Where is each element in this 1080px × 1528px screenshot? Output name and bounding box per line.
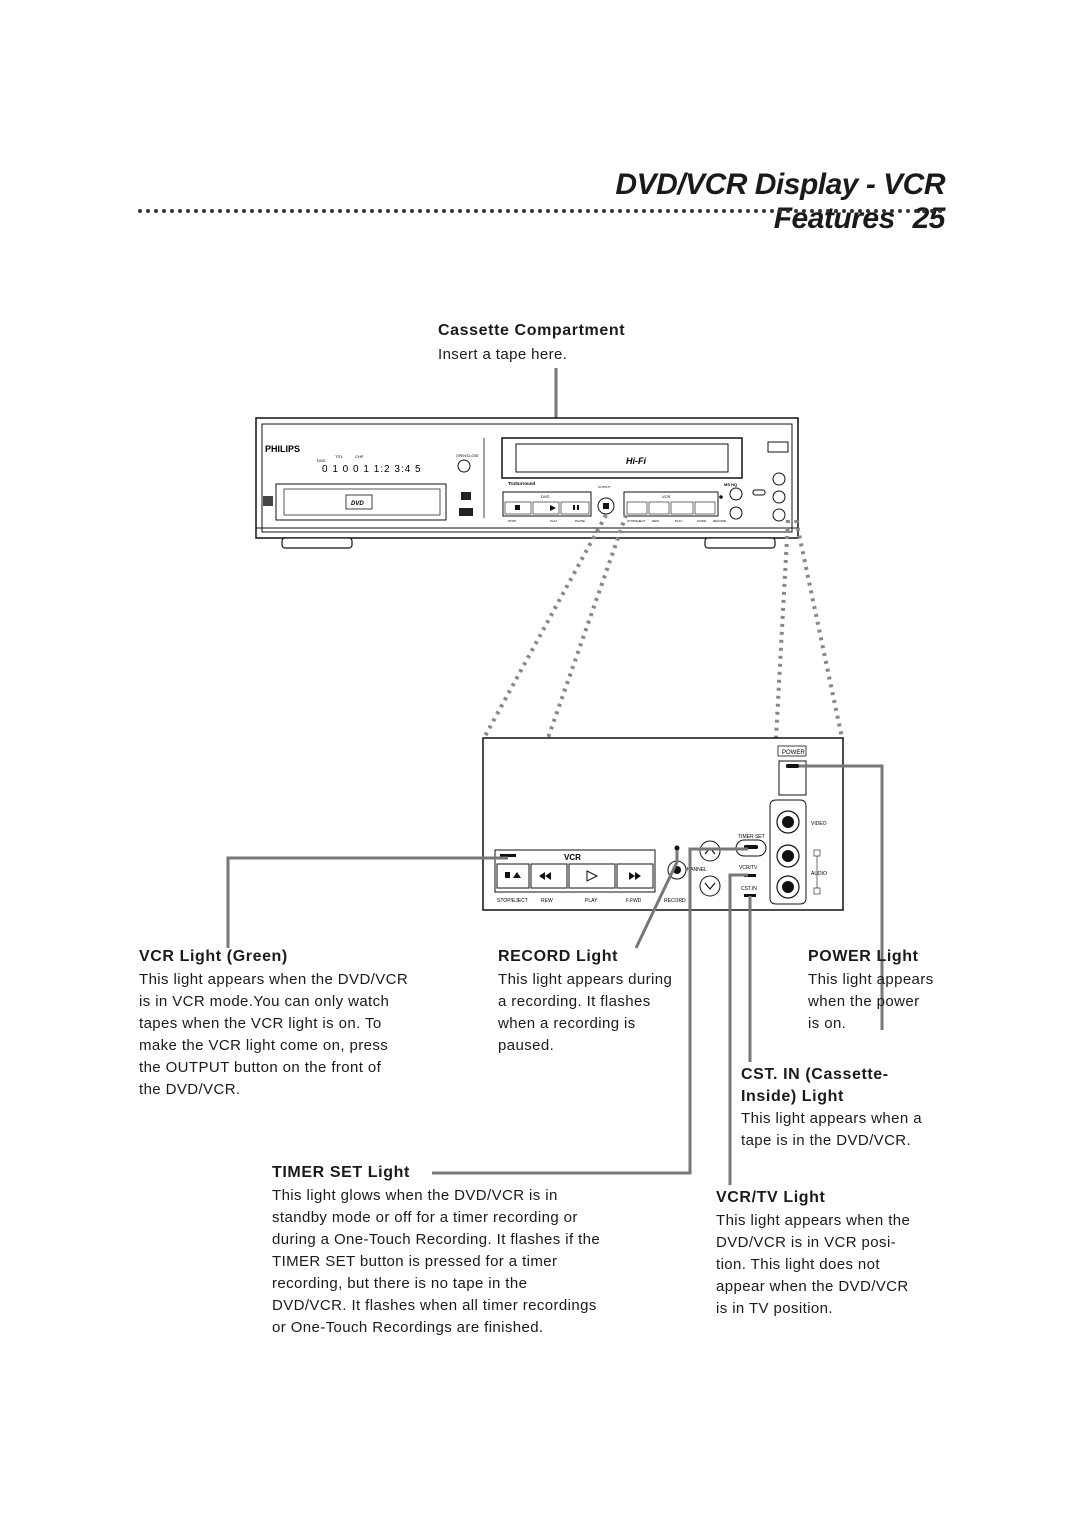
zoom-vcr-light xyxy=(500,854,516,857)
record-light-text: This light appears during a recording. I… xyxy=(498,971,673,1054)
svg-text:DVD: DVD xyxy=(351,501,364,507)
zoom-record-light xyxy=(674,845,680,851)
svg-text:VIDEO: VIDEO xyxy=(811,821,827,827)
svg-text:PLAY: PLAY xyxy=(675,519,682,523)
timer-set-light-heading: TIMER SET Light xyxy=(272,1164,410,1181)
device-foot-left xyxy=(281,537,353,549)
svg-text:F.FWD: F.FWD xyxy=(626,898,642,904)
display-digits: 0 1 0 0 1 1:2 3:4 5 xyxy=(322,464,422,475)
svg-text:DVD: DVD xyxy=(317,458,326,463)
svg-text:Hi-Fi: Hi-Fi xyxy=(626,456,646,466)
cst-in-light-heading: CST. IN (Cassette- Inside) Light xyxy=(741,1066,889,1105)
zoom-cst-in-light xyxy=(744,894,756,897)
svg-text:VCR: VCR xyxy=(564,853,581,862)
svg-text:TruSurround: TruSurround xyxy=(508,481,535,486)
zoom-guide-lines xyxy=(482,514,844,739)
vcr-light-heading: VCR Light (Green) xyxy=(139,948,288,965)
page-title: DVD/VCR Display - VCR Features 25 xyxy=(520,168,945,236)
svg-text:CST.IN: CST.IN xyxy=(741,886,757,892)
svg-text:F.FWD: F.FWD xyxy=(697,519,707,523)
svg-text:TIMER SET: TIMER SET xyxy=(738,834,765,840)
dvd-logo xyxy=(345,494,373,510)
timer-set-light-text: This light glows when the DVD/VCR is in … xyxy=(272,1187,601,1336)
svg-text:CHP: CHP xyxy=(355,454,364,459)
device-foot-right xyxy=(704,537,776,549)
open-close-button xyxy=(457,459,471,473)
zoom-panel: POWER VIDEO AUDIO TIMER SET VCR/TV CST.I… xyxy=(482,737,844,911)
vcr-tv-light-heading: VCR/TV Light xyxy=(716,1189,826,1206)
page-title-text: DVD/VCR Display - VCR Features xyxy=(615,168,945,235)
dvd-vcr-device: PHILIPS DVD TITL CHP 0 1 0 0 1 1:2 3:4 5… xyxy=(255,417,799,549)
zoom-vcr-tv-light xyxy=(744,874,756,877)
svg-text:TITL: TITL xyxy=(335,454,344,459)
svg-text:VCR: VCR xyxy=(662,494,671,499)
power-light-text: This light appears when the power is on. xyxy=(808,971,934,1032)
svg-text:VCR/TV: VCR/TV xyxy=(739,865,758,871)
svg-text:RECORD: RECORD xyxy=(664,898,686,904)
title-divider xyxy=(138,209,943,213)
callout-lines xyxy=(226,764,884,1185)
power-light-heading: POWER Light xyxy=(808,948,919,965)
record-light-heading: RECORD Light xyxy=(498,948,619,965)
svg-text:DVD: DVD xyxy=(541,494,550,499)
svg-text:STOP: STOP xyxy=(508,519,516,523)
svg-text:REW: REW xyxy=(541,898,553,904)
page-number: 25 xyxy=(912,202,946,235)
svg-text:PLAY: PLAY xyxy=(550,519,557,523)
brand-logo: PHILIPS xyxy=(265,444,300,454)
vcr-light-text: This light appears when the DVD/VCR is i… xyxy=(139,971,409,1098)
svg-text:PLAY: PLAY xyxy=(585,898,598,904)
svg-text:REW: REW xyxy=(652,519,659,523)
vcr-tv-light-text: This light appears when the DVD/VCR is i… xyxy=(716,1212,911,1317)
svg-text:CHANNEL: CHANNEL xyxy=(683,867,707,873)
svg-text:STOP/EJECT: STOP/EJECT xyxy=(497,898,528,904)
svg-text:PAUSE: PAUSE xyxy=(575,519,585,523)
zoom-power-light xyxy=(786,764,799,768)
cst-in-light-text: This light appears when a tape is in the… xyxy=(741,1110,922,1149)
svg-text:RECORD: RECORD xyxy=(713,519,727,523)
svg-text:OPEN/CLOSE: OPEN/CLOSE xyxy=(456,454,479,458)
cassette-text: Insert a tape here. xyxy=(438,346,568,363)
svg-text:STOP/EJECT: STOP/EJECT xyxy=(627,519,646,523)
svg-text:MS HQ: MS HQ xyxy=(724,482,737,487)
svg-text:AUDIO: AUDIO xyxy=(811,871,827,877)
svg-text:OUTPUT: OUTPUT xyxy=(598,485,611,489)
svg-text:POWER: POWER xyxy=(782,750,805,756)
cassette-heading: Cassette Compartment xyxy=(438,322,626,339)
